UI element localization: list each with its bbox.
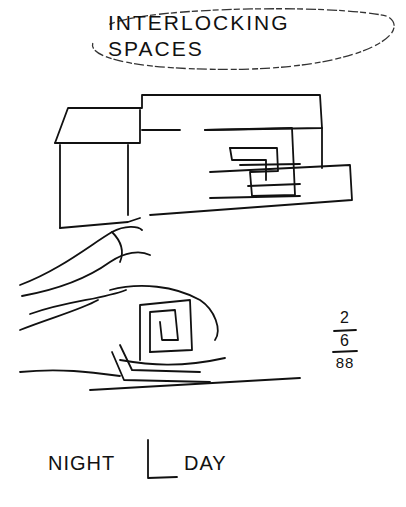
date-part: 88 bbox=[336, 354, 355, 371]
date-part: 6 bbox=[340, 332, 350, 350]
date-part: 2 bbox=[340, 309, 350, 327]
title-oval: INTERLOCKING SPACES bbox=[84, 4, 400, 72]
note-text: DAY bbox=[184, 452, 227, 475]
title-text: INTERLOCKING SPACES bbox=[108, 10, 328, 62]
note-text: NIGHT bbox=[48, 452, 115, 475]
